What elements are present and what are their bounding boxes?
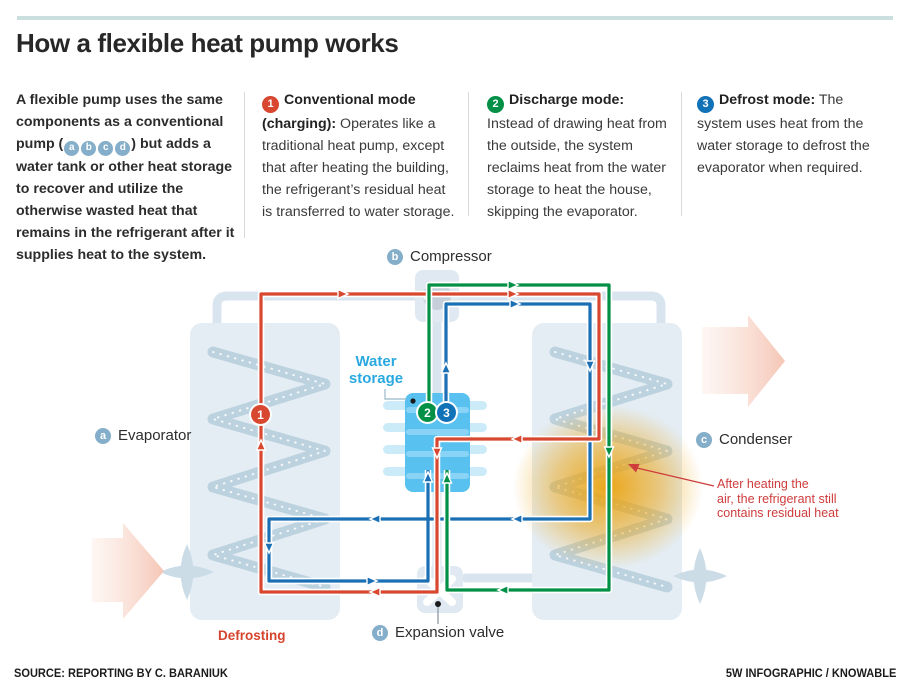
component-b-icon: b [81, 140, 97, 156]
infographic-credit: 5W INFOGRAPHIC / KNOWABLE [725, 666, 896, 680]
mode-1-body: Operates like a traditional heat pump, e… [262, 115, 455, 220]
refrigerant-loop-conventional-red [257, 290, 603, 596]
mode-2-column: 2 Discharge mode: Instead of drawing heat… [487, 89, 669, 223]
compressor-label-text: Compressor [410, 248, 492, 265]
evaporator-label-text: Evaporator [118, 427, 192, 444]
compressor-label: b Compressor [386, 248, 492, 265]
page-title: How a flexible heat pump works [16, 28, 399, 58]
water-storage-label: Water storage [348, 353, 404, 387]
intro-text-before: A flexible pump uses the same components… [16, 92, 224, 152]
warm-air-out-arrow-icon [702, 315, 785, 407]
top-accent-bar [17, 16, 893, 20]
mode-3-column: 3 Defrost mode: The system uses heat from… [697, 89, 885, 179]
condenser-badge-icon: c [696, 431, 712, 448]
evaporator-fan-icon [160, 544, 214, 600]
expansion-valve-label-text: Expansion valve [395, 624, 505, 641]
condenser-label-text: Condenser [719, 431, 793, 448]
evaporator-label: a Evaporator [94, 427, 191, 444]
mode-2-diagram-badge: 2 [418, 403, 437, 422]
evaporator-coil [207, 346, 331, 593]
refrigerant-loop-defrost-blue [265, 300, 594, 585]
flow-arrowheads [255, 279, 615, 598]
component-c-icon: c [98, 140, 114, 156]
mode-1-title: Conventional mode (charging): [262, 92, 416, 132]
component-d-icon: d [115, 140, 131, 156]
residual-heat-callout-arrow [628, 464, 715, 487]
column-divider [244, 92, 245, 238]
mode-2-number-icon: 2 [487, 95, 504, 113]
cold-air-in-arrow-icon [92, 523, 164, 619]
component-a-icon: a [64, 140, 80, 156]
mode-1-number-icon: 1 [262, 95, 279, 113]
water-storage-leader [384, 389, 416, 404]
mode-3-body: The system uses heat from the water stor… [697, 92, 870, 176]
expansion-valve-label: d Expansion valve [371, 624, 504, 641]
residual-heat-annotation: After heating the air, the refrigerant s… [717, 477, 839, 520]
condenser-label: c Condenser [695, 431, 792, 448]
condenser-fan-icon [673, 548, 727, 604]
mode-3-number-icon: 3 [697, 95, 714, 113]
column-divider [468, 92, 469, 216]
compressor-badge-icon: b [387, 248, 403, 265]
source-credit: SOURCE: REPORTING BY C. BARANIUK [14, 666, 228, 680]
mode-2-body: Instead of drawing heat from the outside… [487, 115, 667, 220]
mode-2-title: Discharge mode: [509, 92, 625, 108]
intro-paragraph: A flexible pump uses the same components… [16, 89, 244, 266]
evaporator-badge-icon: a [95, 427, 111, 444]
expansion-valve-leader [435, 601, 441, 624]
refrigerant-loop-discharge-green [425, 281, 613, 594]
mode-3-title: Defrost mode: [719, 92, 816, 108]
expansion-valve-badge-icon: d [372, 624, 388, 641]
mode-3-diagram-badge: 3 [437, 403, 456, 422]
intro-text-after: ) but adds a water tank or other heat st… [16, 136, 235, 263]
mode-1-diagram-badge: 1 [251, 405, 270, 424]
column-divider [681, 92, 682, 216]
defrosting-label: Defrosting [218, 628, 286, 643]
